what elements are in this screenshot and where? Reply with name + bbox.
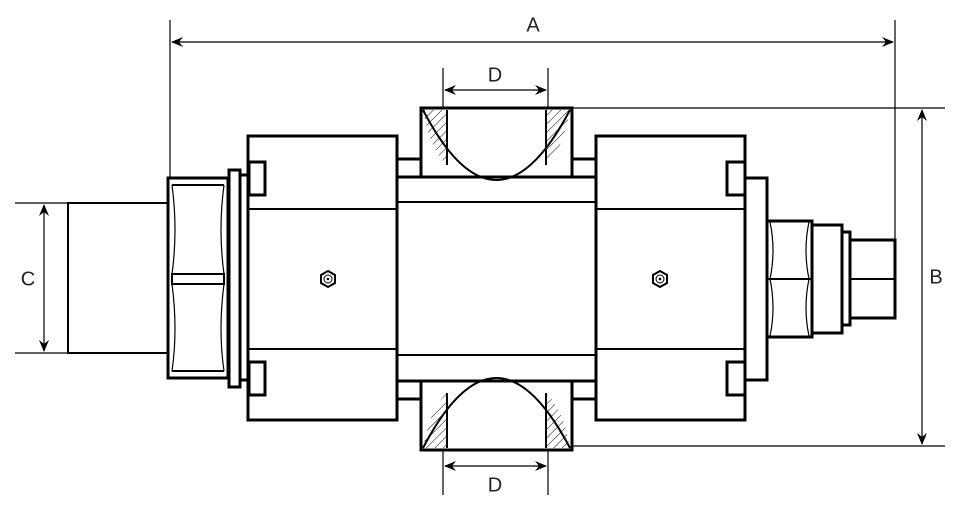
left-pipe [67,202,169,354]
dimension-label-d-top: D [487,64,503,87]
dimension-a [169,20,896,240]
center-shaft [395,157,598,401]
dimension-label-c: C [20,268,36,291]
right-grease-fitting-icon [652,269,668,289]
left-hex-nut [166,176,230,380]
right-housing-block [594,134,747,422]
dimension-d-top [442,68,549,108]
right-washer [810,223,844,335]
right-pipe-end [848,238,897,320]
dimension-label-d-bottom: D [487,474,503,497]
bottom-port-ring [419,377,574,452]
dimension-b [572,107,945,447]
dimension-c [15,202,68,354]
right-flange-plate [743,176,769,382]
left-flange [227,168,242,389]
dimension-d-bottom [442,450,549,495]
dimension-label-a: A [526,14,540,37]
left-grease-fitting-icon [320,269,336,289]
right-hex-nut [765,219,814,339]
dimension-label-b: B [929,266,943,289]
top-port-ring [419,106,574,181]
